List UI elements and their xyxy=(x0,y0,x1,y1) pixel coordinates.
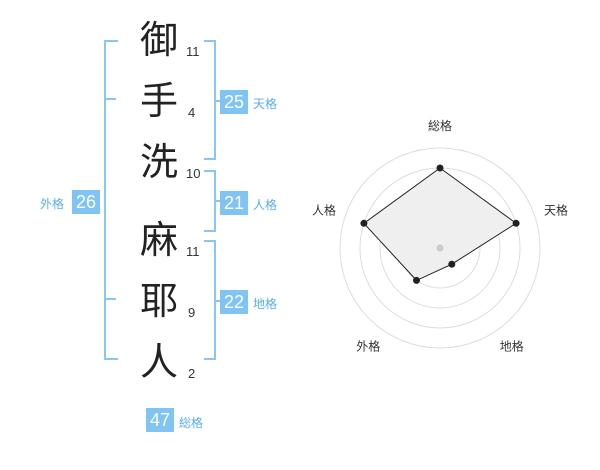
gaikaku-bracket-tick xyxy=(104,298,116,300)
stroke-count-4: 11 xyxy=(186,244,200,259)
radar-axis-label: 総格 xyxy=(428,118,452,133)
radar-axis-label: 外格 xyxy=(356,339,380,354)
soukaku-score-badge: 47 xyxy=(146,408,174,432)
radar-polygon xyxy=(363,167,517,282)
tenkaku-bracket-tick xyxy=(214,100,222,102)
chikaku-label: 地格 xyxy=(253,297,278,311)
radar-axis-label: 地格 xyxy=(500,339,524,354)
name-char-6: 人 xyxy=(139,340,178,384)
stroke-count-1: 11 xyxy=(186,44,200,59)
radar-point xyxy=(360,219,368,227)
jinkaku-label: 人格 xyxy=(253,198,278,212)
gaikaku-score-badge: 26 xyxy=(72,190,100,214)
name-char-1: 御 xyxy=(139,18,178,62)
gaikaku-label: 外格 xyxy=(40,197,65,211)
gaikaku-bracket-tick xyxy=(104,98,116,100)
name-char-4: 麻 xyxy=(139,218,178,262)
radar-point xyxy=(512,219,520,227)
stroke-count-3: 10 xyxy=(186,166,201,181)
radar-points xyxy=(360,164,520,284)
radar-axis-label: 人格 xyxy=(312,202,336,217)
radar-center-dot xyxy=(436,244,444,252)
stroke-count-6: 2 xyxy=(188,366,196,381)
chikaku-bracket-tick xyxy=(214,300,222,302)
name-char-3: 洗 xyxy=(139,140,178,184)
jinkaku-bracket-tick xyxy=(214,200,222,202)
radar-ring xyxy=(339,147,541,349)
radar-point xyxy=(448,260,456,268)
jinkaku-score-badge: 21 xyxy=(220,191,248,215)
name-char-5: 耶 xyxy=(139,279,178,323)
soukaku-label: 総格 xyxy=(179,416,204,430)
name-char-2: 手 xyxy=(139,79,178,123)
gaikaku-bracket xyxy=(104,40,118,360)
radar-axis-label: 天格 xyxy=(544,202,568,217)
stroke-count-5: 9 xyxy=(188,305,196,320)
radar-point xyxy=(413,276,420,284)
tenkaku-score-badge: 25 xyxy=(220,90,248,114)
radar-point xyxy=(436,164,444,172)
tenkaku-label: 天格 xyxy=(253,97,278,111)
stroke-count-2: 4 xyxy=(188,105,196,120)
chikaku-score-badge: 22 xyxy=(220,290,248,314)
